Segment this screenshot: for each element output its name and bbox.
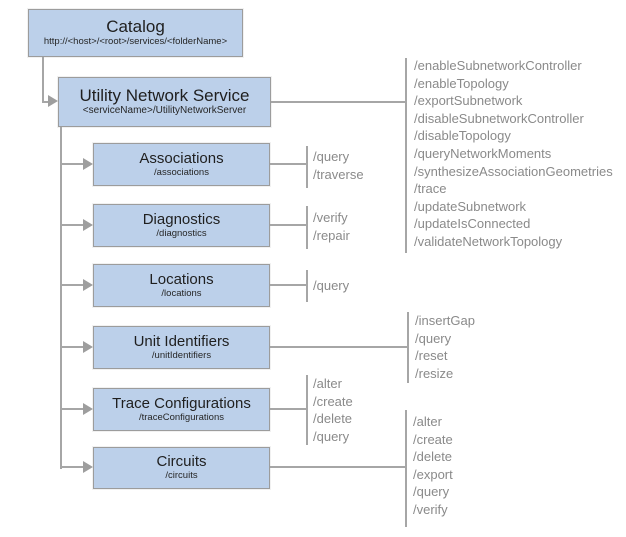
operation-item: /updateSubnetwork	[414, 198, 527, 214]
operations-bracket	[306, 375, 308, 445]
operation-item: /delete	[313, 411, 353, 427]
connector-line	[42, 57, 44, 103]
node-subtitle: http://<host>/<root>/services/<folderNam…	[43, 36, 228, 48]
service-operations-list: /enableSubnetworkController /enableTopol…	[414, 57, 613, 251]
trace-configurations-operations-list: /alter /create /delete /query	[313, 375, 353, 445]
connector-line	[270, 163, 306, 165]
node-title: Circuits	[156, 453, 207, 471]
operation-item: /validateNetworkTopology	[414, 233, 563, 249]
arrow-right-icon	[83, 219, 93, 231]
node-subtitle: /associations	[154, 166, 209, 178]
connector-line	[270, 466, 405, 468]
circuits-operations-list: /alter /create /delete /export /query /v…	[413, 413, 453, 519]
operation-item: /query	[313, 149, 350, 164]
node-catalog: Catalog http://<host>/<root>/services/<f…	[28, 9, 243, 57]
operation-item: /alter	[413, 414, 442, 429]
connector-line	[60, 346, 83, 348]
node-subtitle: <serviceName>/UtilityNetworkServer	[82, 104, 247, 116]
node-subtitle: /traceConfigurations	[138, 411, 225, 423]
operation-item: /delete	[413, 449, 453, 465]
node-subtitle: /diagnostics	[156, 227, 207, 239]
arrow-right-icon	[48, 95, 58, 107]
operation-item: /enableSubnetworkController	[414, 58, 582, 73]
operation-item: /query	[313, 428, 350, 444]
connector-line	[60, 163, 83, 165]
node-title: Unit Identifiers	[133, 332, 230, 350]
arrow-right-icon	[83, 279, 93, 291]
operations-bracket	[405, 410, 407, 527]
connector-line	[60, 466, 83, 468]
arrow-right-icon	[83, 158, 93, 170]
operation-item: /query	[415, 330, 452, 346]
node-subtitle: /unitIdentifiers	[151, 349, 212, 361]
operation-item: /alter	[313, 376, 342, 391]
node-title: Trace Configurations	[112, 394, 251, 412]
connector-line	[271, 101, 405, 103]
arrow-right-icon	[83, 403, 93, 415]
diagnostics-operations-list: /verify /repair	[313, 209, 350, 245]
node-circuits: Circuits /circuits	[93, 447, 270, 489]
unit-identifiers-operations-list: /insertGap /query /reset /resize	[415, 312, 475, 382]
operations-bracket	[306, 146, 308, 188]
node-subtitle: /locations	[161, 287, 202, 299]
operation-item: /reset	[415, 348, 448, 364]
arrow-right-icon	[83, 461, 93, 473]
node-title: Locations	[149, 270, 214, 288]
node-diagnostics: Diagnostics /diagnostics	[93, 204, 270, 247]
node-utility-network-service: Utility Network Service <serviceName>/Ut…	[58, 77, 271, 127]
node-associations: Associations /associations	[93, 143, 270, 186]
operation-item: /insertGap	[415, 313, 475, 328]
operation-item: /query	[313, 278, 350, 293]
operation-item: /resize	[415, 365, 454, 381]
node-trace-configurations: Trace Configurations /traceConfiguration…	[93, 388, 270, 431]
arrow-right-icon	[83, 341, 93, 353]
operation-item: /repair	[313, 228, 350, 243]
operation-item: /disableTopology	[414, 128, 511, 144]
operation-item: /trace	[414, 181, 447, 197]
operation-item: /query	[413, 484, 450, 500]
connector-line	[270, 346, 407, 348]
operation-item: /enableTopology	[414, 75, 509, 91]
operations-bracket	[306, 206, 308, 249]
node-locations: Locations /locations	[93, 264, 270, 307]
connector-line	[42, 101, 50, 103]
operation-item: /verify	[413, 501, 448, 517]
connector-line	[270, 284, 306, 286]
operations-bracket	[306, 270, 308, 302]
connector-line	[60, 127, 62, 469]
operation-item: /queryNetworkMoments	[414, 145, 552, 161]
locations-operations-list: /query	[313, 277, 349, 295]
operation-item: /create	[413, 431, 453, 447]
connector-line	[60, 408, 83, 410]
node-title: Catalog	[106, 17, 165, 37]
operations-bracket	[407, 312, 409, 383]
connector-line	[60, 284, 83, 286]
operation-item: /exportSubnetwork	[414, 93, 523, 109]
node-title: Diagnostics	[142, 210, 221, 228]
operation-item: /traverse	[313, 167, 364, 182]
operation-item: /export	[413, 466, 453, 482]
operation-item: /create	[313, 393, 353, 409]
operation-item: /synthesizeAssociationGeometries	[414, 163, 613, 179]
node-subtitle: /circuits	[165, 470, 198, 482]
operation-item: /updateIsConnected	[414, 216, 531, 232]
connector-line	[270, 408, 306, 410]
operation-item: /disableSubnetworkController	[414, 110, 584, 126]
connector-line	[270, 224, 306, 226]
associations-operations-list: /query /traverse	[313, 148, 364, 184]
node-title: Utility Network Service	[79, 86, 250, 106]
operations-bracket	[405, 58, 407, 253]
node-title: Associations	[139, 149, 224, 167]
node-unit-identifiers: Unit Identifiers /unitIdentifiers	[93, 326, 270, 369]
operation-item: /verify	[313, 210, 348, 225]
connector-line	[60, 224, 83, 226]
